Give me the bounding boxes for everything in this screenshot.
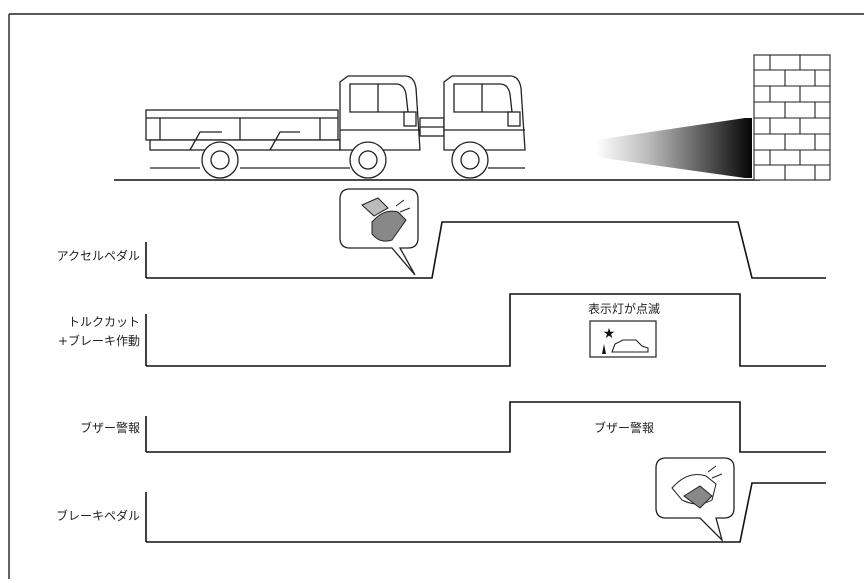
svg-text:★: ★ xyxy=(603,326,616,342)
foot-on-brake-icon xyxy=(656,458,734,540)
waveform-accel xyxy=(146,222,826,278)
signal-label-brake: ブレーキペダル xyxy=(56,508,140,523)
waveform-buzzer xyxy=(146,402,826,452)
indicator-blink-label: 表示灯が点滅 xyxy=(588,301,660,316)
signal-label-buzzer: ブザー警報 xyxy=(80,420,140,435)
truck-icon xyxy=(444,76,525,178)
signal-label-accel: アクセルペダル xyxy=(57,248,140,263)
brick-wall-icon xyxy=(754,55,830,180)
truck-icon xyxy=(146,76,444,178)
foot-on-accelerator-icon xyxy=(340,189,418,275)
signal-label-torque-line2: +ブレーキ作動 xyxy=(58,333,140,348)
buzzer-alarm-label: ブザー警報 xyxy=(594,420,654,435)
radar-beam-icon xyxy=(596,118,752,178)
diagram-frame xyxy=(9,14,864,579)
collision-warning-lamp-icon: ★ xyxy=(590,321,656,357)
signal-label-torque-line1: トルクカット xyxy=(68,315,140,329)
waveform-torque xyxy=(146,294,826,366)
